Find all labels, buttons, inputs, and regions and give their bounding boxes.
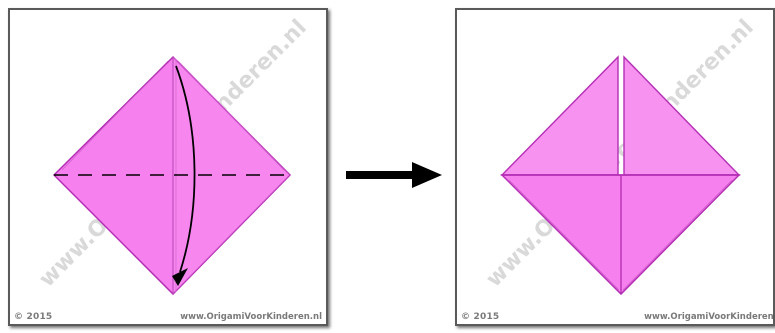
origami-diagram-after: www.OrigamiVoorKinderen.nl (457, 10, 775, 326)
site-url-label: www.OrigamiVoorKinderen.n (644, 312, 775, 322)
step-panel-before: www.OrigamiVoorKinderen.nl © 2015 www.Or… (8, 8, 328, 326)
copyright-label: © 2015 (461, 312, 499, 322)
paper-diamond-folded (502, 57, 739, 294)
right-arrow-icon (346, 160, 446, 190)
copyright-label: © 2015 (14, 312, 52, 322)
step-panel-after: www.OrigamiVoorKinderen.nl © 2015 www.Or… (455, 8, 775, 326)
origami-diagram-before: www.OrigamiVoorKinderen.nl (10, 10, 328, 326)
site-url-label: www.OrigamiVoorKinderen.nl (180, 312, 322, 322)
